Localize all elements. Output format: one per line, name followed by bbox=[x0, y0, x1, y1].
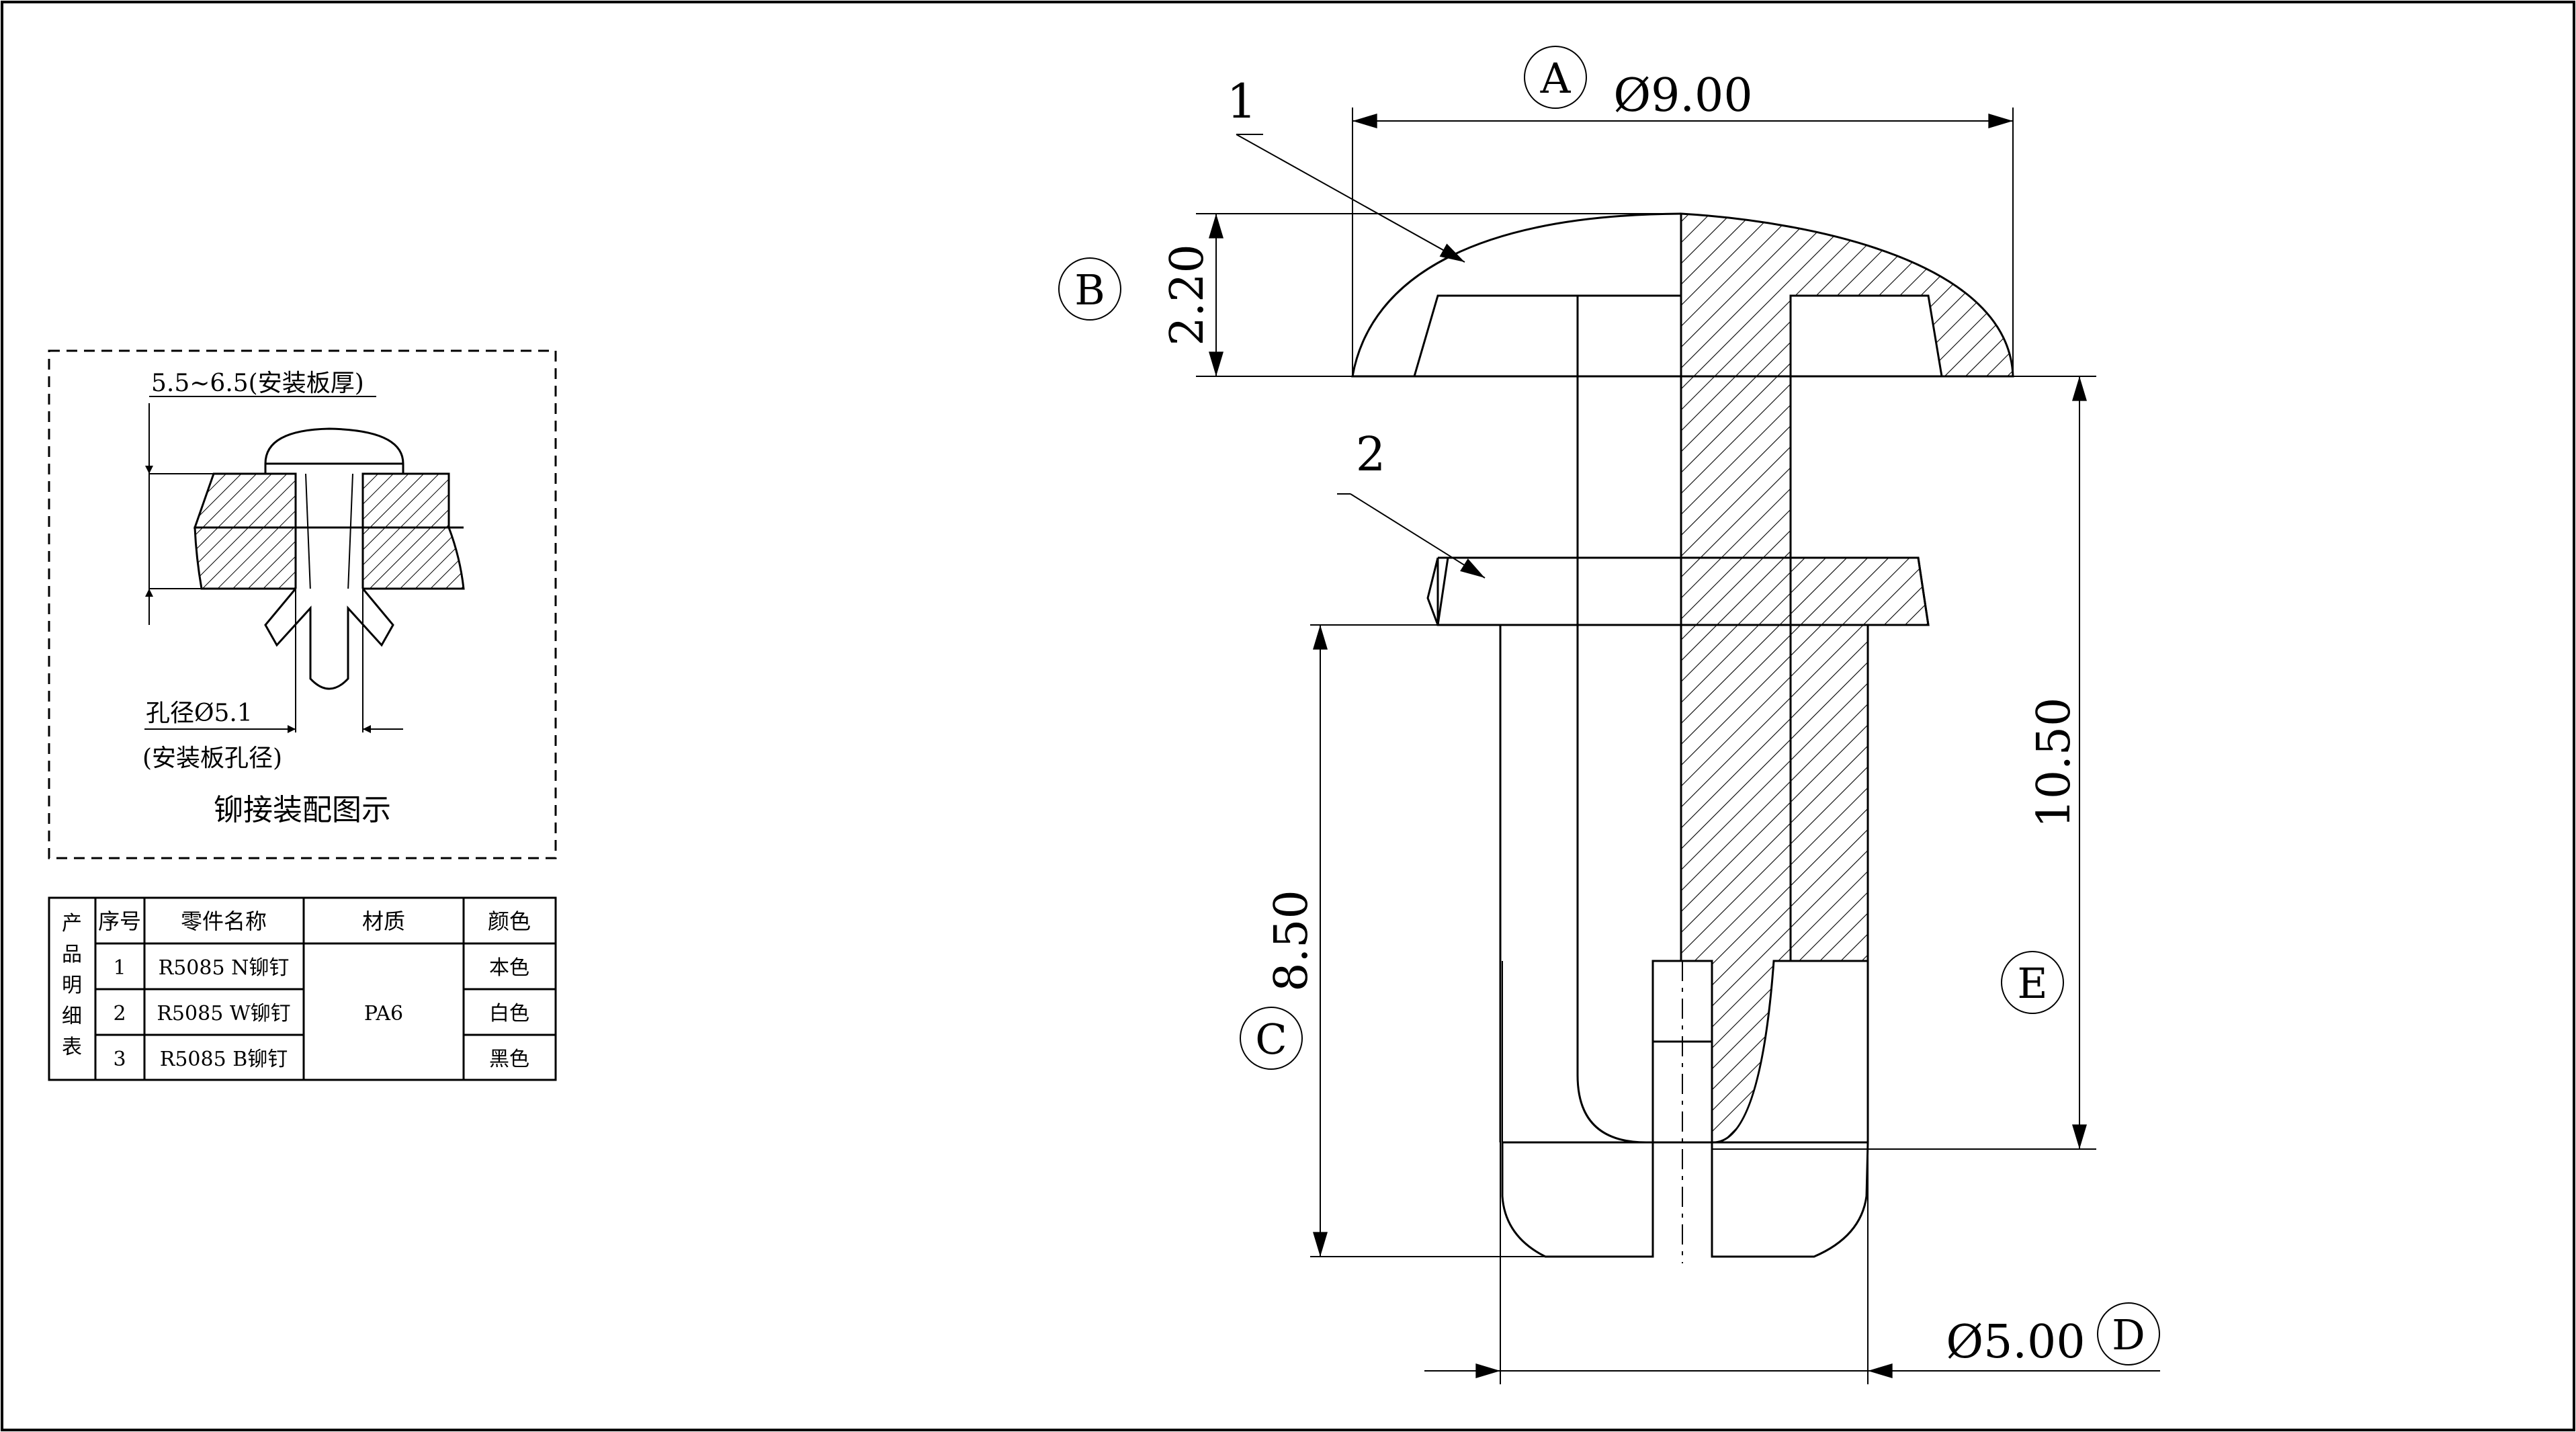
callout-E: E bbox=[2001, 951, 2064, 1014]
rivet-section-drawing: 1 2 Ø9.00 2.20 10.50 8.50 Ø5.00 A bbox=[1058, 46, 2160, 1384]
table-cell-no-3: 3 bbox=[113, 1048, 126, 1071]
leader-part2 bbox=[1350, 493, 1486, 579]
table-cell-name-1: R5085 N铆钉 bbox=[159, 956, 290, 980]
panel-upper-right bbox=[361, 472, 450, 529]
head-section-hatch bbox=[1680, 212, 2014, 378]
table-side-label-1: 产 bbox=[62, 912, 82, 935]
part-number-1: 1 bbox=[1227, 74, 1257, 129]
table-side-label-5: 表 bbox=[62, 1036, 82, 1059]
svg-text:A: A bbox=[1540, 54, 1572, 103]
table-cell-color-3: 黑色 bbox=[489, 1048, 529, 1071]
callout-B: B bbox=[1058, 257, 1121, 321]
table-cell-color-2: 白色 bbox=[489, 1002, 529, 1025]
callout-C: C bbox=[1240, 1007, 1303, 1070]
table-header-no: 序号 bbox=[98, 909, 141, 934]
table-header-color: 颜色 bbox=[488, 909, 531, 934]
svg-text:D: D bbox=[2112, 1310, 2145, 1359]
panel-upper-left bbox=[193, 472, 297, 529]
table-header-material: 材质 bbox=[362, 909, 405, 934]
table-cell-color-1: 本色 bbox=[489, 956, 529, 980]
table-header-name: 零件名称 bbox=[181, 909, 267, 934]
parts-table: 产 品 明 细 表 序号 零件名称 材质 颜色 1 R5085 N铆钉 本色 2… bbox=[48, 896, 557, 1081]
dim-head-height: 2.20 bbox=[1161, 244, 1214, 345]
dim-total-length: 10.50 bbox=[2028, 698, 2081, 829]
dim-shank-length: 8.50 bbox=[1265, 890, 1318, 991]
assembly-diagram: 5.5~6.5(安装板厚) 孔径Ø5.1 (安装板孔径) 铆接装配图示 bbox=[48, 349, 557, 859]
hole-diameter-label: 孔径Ø5.1 bbox=[146, 700, 253, 727]
pin-inner-curve bbox=[1576, 1075, 1712, 1144]
sleeve-section-hatch bbox=[1789, 556, 1930, 962]
leg-right bbox=[1711, 1142, 1869, 1258]
assembly-rivet-head bbox=[264, 427, 404, 465]
panel-lower-right bbox=[361, 526, 465, 590]
table-cell-name-3: R5085 B铆钉 bbox=[160, 1048, 288, 1071]
table-cell-no-1: 1 bbox=[113, 956, 126, 980]
head-flange bbox=[1413, 294, 1681, 377]
callout-D: D bbox=[2097, 1302, 2160, 1365]
table-side-label-3: 明 bbox=[62, 974, 82, 997]
assembly-frame bbox=[48, 349, 557, 859]
table-cell-no-2: 2 bbox=[113, 1002, 126, 1025]
callout-A: A bbox=[1524, 46, 1587, 109]
hole-note-label: (安装板孔径) bbox=[142, 745, 282, 772]
dim-shank-diameter: Ø5.00 bbox=[1946, 1316, 2085, 1369]
leg-left bbox=[1501, 1142, 1654, 1258]
leader-part1 bbox=[1236, 134, 1465, 263]
panel-lower-left bbox=[194, 526, 297, 590]
table-side-label-2: 品 bbox=[62, 943, 82, 966]
assembly-caption: 铆接装配图示 bbox=[214, 793, 391, 827]
svg-text:E: E bbox=[2017, 959, 2047, 1008]
table-cell-name-2: R5085 W铆钉 bbox=[157, 1002, 290, 1025]
panel-thickness-label: 5.5~6.5(安装板厚) bbox=[151, 370, 364, 397]
part-number-2: 2 bbox=[1356, 427, 1386, 482]
table-side-label-4: 细 bbox=[62, 1005, 82, 1028]
svg-text:C: C bbox=[1255, 1015, 1287, 1064]
assembly-rivet-legs bbox=[264, 588, 394, 690]
svg-text:B: B bbox=[1074, 265, 1105, 314]
table-cell-material: PA6 bbox=[364, 1002, 403, 1025]
dim-head-diameter: Ø9.00 bbox=[1613, 69, 1752, 122]
